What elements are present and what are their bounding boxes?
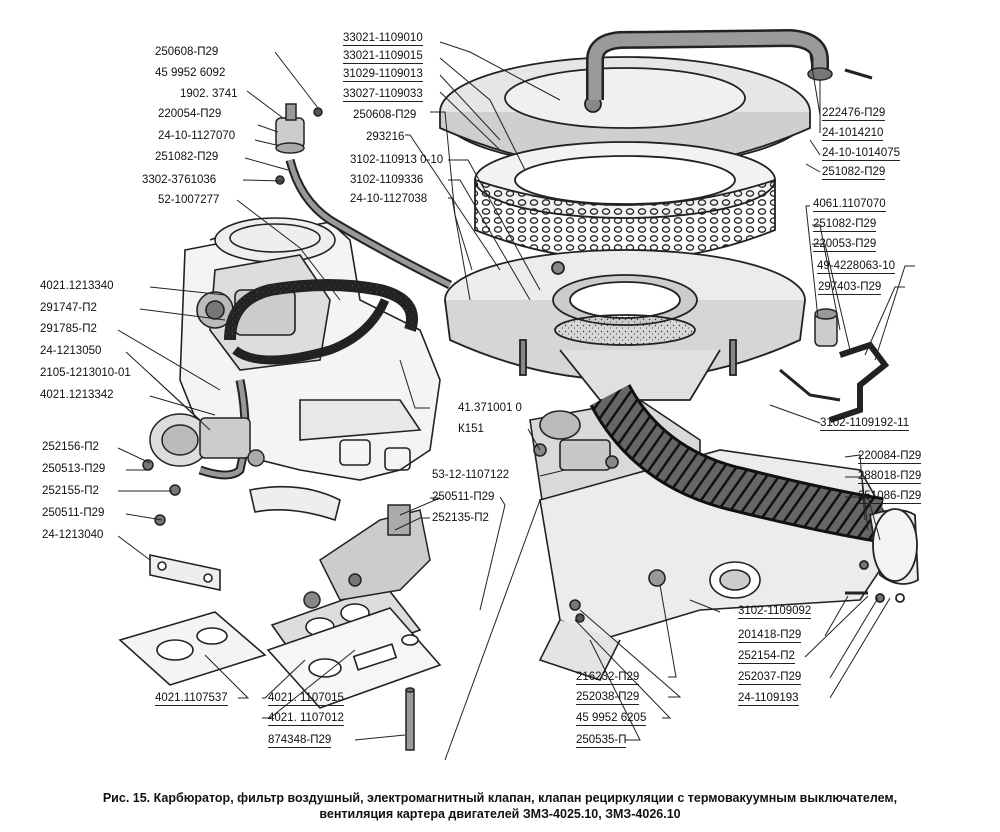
- label-251086-p29: 251086-П29: [858, 490, 922, 504]
- label-220053-p29: 220053-П29: [813, 238, 877, 252]
- label-4021-1107015: 4021. 1107015: [268, 692, 344, 706]
- label-251082-p29-a: 251082-П29: [155, 151, 219, 163]
- label-33027-1109033: 33027-1109033: [343, 88, 423, 102]
- label-297403-p29: 297403-П29: [818, 281, 882, 295]
- label-252156-p2: 252156-П2: [42, 441, 99, 453]
- label-2105-1213010-01: 2105-1213010-01: [40, 367, 131, 379]
- label-252154-p2: 252154-П2: [738, 650, 795, 664]
- label-251082-p29-c: 251082-П29: [813, 218, 877, 232]
- throttle-bracket: [303, 504, 431, 609]
- caption-line-1: Рис. 15. Карбюратор, фильтр воздушный, э…: [102, 791, 898, 805]
- label-53-12-1107122: 53-12-1107122: [432, 469, 510, 481]
- label-24-10-1127038: 24-10-1127038: [350, 193, 428, 205]
- label-250511-p29-b: 250511-П29: [432, 491, 495, 503]
- label-24-10-1014075: 24-10-1014075: [822, 147, 901, 161]
- filter-housing: [444, 249, 806, 401]
- label-250511-p29-a: 250511-П29: [42, 507, 105, 519]
- label-3102-1109092: 3102-1109092: [738, 605, 812, 619]
- label-4021-1213342: 4021.1213342: [40, 389, 114, 401]
- label-52-1007277: 52-1007277: [158, 194, 220, 206]
- label-252037-p29: 252037-П29: [738, 671, 802, 685]
- label-41-3710010: 41.371001 0: [458, 402, 522, 414]
- leader-lines: [117, 41, 915, 761]
- label-k151: К151: [458, 423, 484, 435]
- label-31029-1109013: 31029-1109013: [343, 68, 423, 82]
- stud-bolt: [405, 687, 415, 751]
- solenoid-valve: [275, 103, 323, 185]
- housing-bracket: [779, 308, 890, 423]
- gaskets: [118, 584, 442, 709]
- label-201418-p29: 201418-П29: [738, 629, 802, 643]
- label-24-10-1127070: 24-10-1127070: [158, 130, 236, 142]
- label-24-1213040: 24-1213040: [42, 529, 104, 541]
- hot-air-hose: [589, 383, 884, 543]
- label-250513-p29: 250513-П29: [42, 463, 106, 475]
- label-24-1014210: 24-1014210: [822, 127, 884, 141]
- bracket-plate: [149, 554, 221, 591]
- label-3302-3761036: 3302-3761036: [142, 174, 217, 186]
- label-1902-3741: 1902. 3741: [180, 88, 238, 100]
- label-250608-p29: 250608-П29: [155, 46, 219, 58]
- label-33021-1109015: 33021-1109015: [343, 50, 423, 64]
- label-220054-p29: 220054-П29: [158, 108, 222, 120]
- ventilation-hoses: [198, 158, 453, 480]
- caption-line-2: вентиляция картера двигателей ЗМЗ-4025.1…: [319, 807, 681, 821]
- label-216232-p29: 216232-П29: [576, 671, 640, 685]
- label-3102-1109130-10: 3102-110913 0-10: [350, 154, 444, 166]
- label-251082-p29-b: 251082-П29: [822, 166, 886, 180]
- figure-caption: Рис. 15. Карбюратор, фильтр воздушный, э…: [0, 790, 1000, 822]
- label-4021-1107012: 4021. 1107012: [268, 712, 344, 726]
- label-4061-1107070: 4061.1107070: [813, 198, 886, 212]
- label-252155-p2: 252155-П2: [42, 485, 99, 497]
- label-293216: 293216: [366, 131, 405, 143]
- recirculation-valve: [142, 413, 265, 526]
- label-4021-1213340: 4021.1213340: [40, 280, 114, 292]
- label-252038-p29: 252038-П29: [576, 691, 640, 705]
- label-3102-1109192-11: 3102-1109192-11: [820, 417, 910, 431]
- label-33021-1109010: 33021-1109010: [343, 32, 423, 46]
- hose-end-cap: [845, 508, 919, 603]
- label-49-4228063-10: 49-4228063-10: [817, 260, 896, 274]
- label-45-9952-6092: 45 9952 6092: [155, 67, 226, 79]
- label-250608-p29-b: 250608-П29: [353, 109, 417, 121]
- label-874348-p29: 874348-П29: [268, 734, 332, 748]
- label-291785-p2: 291785-П2: [40, 323, 97, 335]
- label-288018-p29: 288018-П29: [858, 470, 922, 484]
- label-252135-p2: 252135-П2: [432, 512, 489, 524]
- filter-element: [474, 141, 776, 261]
- label-220084-p29: 220084-П29: [858, 450, 922, 464]
- label-24-1109193: 24-1109193: [738, 692, 799, 706]
- label-250535-p: 250535-П: [576, 734, 627, 748]
- label-24-1213050: 24-1213050: [40, 345, 102, 357]
- label-4021-1107537: 4021.1107537: [155, 692, 228, 706]
- label-222476-p29: 222476-П29: [822, 107, 886, 121]
- label-3102-1109336: 3102-1109336: [350, 174, 424, 186]
- label-291747-p2: 291747-П2: [40, 302, 97, 314]
- label-45-9952-6205: 45 9952 6205: [576, 712, 647, 726]
